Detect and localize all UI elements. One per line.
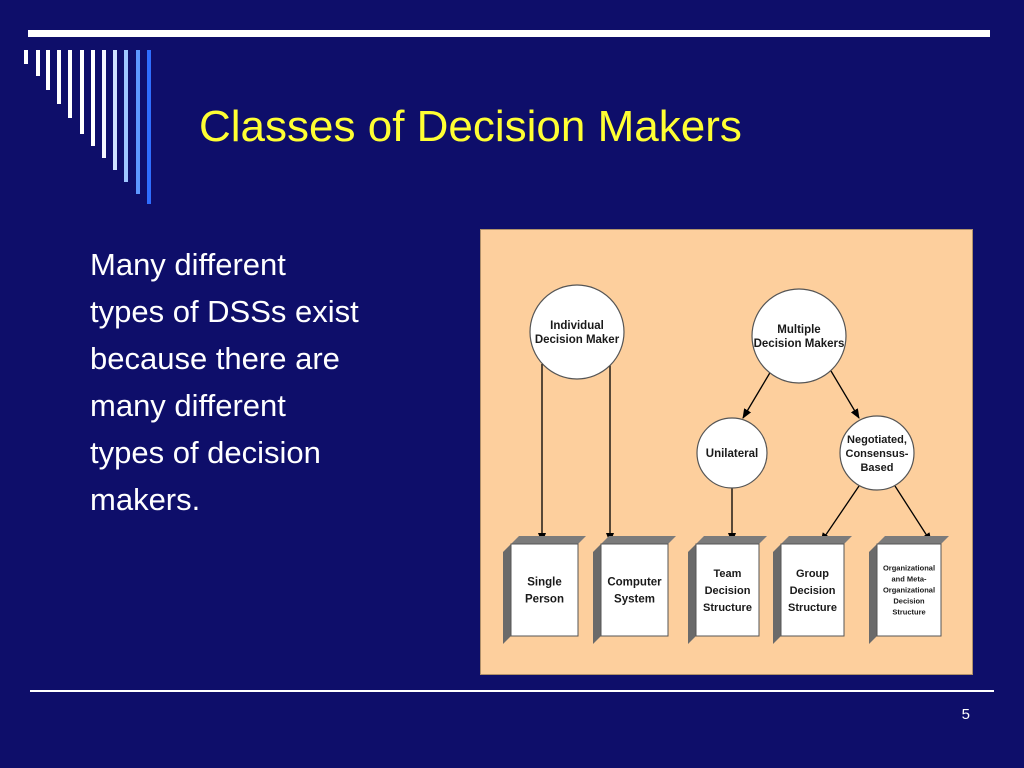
box-organizational-decision-structure-label-line: Structure [892,608,925,617]
body-text: Many different types of DSSs exist becau… [90,247,359,517]
box-organizational-decision-structure-face [876,543,942,637]
node-multiple-label-line: Multiple [777,324,820,336]
page-number: 5 [961,706,970,723]
bottom-rule [30,690,994,692]
box-single-person-label-line: Single [527,577,562,589]
box-computer-system-side [593,544,601,644]
arrow-multiple-to-negotiated [830,370,860,419]
box-team-decision-structure-side [688,544,696,644]
node-negotiated-circle [839,415,915,491]
node-negotiated-label-line: Consensus- [846,448,909,460]
box-group-decision-structure-label-line: Structure [788,602,837,614]
node-multiple-circle [751,288,847,384]
box-group-decision-structure-face [780,543,845,637]
box-single-person-top [511,536,586,544]
box-single-person-face [510,543,579,637]
box-organizational-decision-structure-label-line: Organizational [883,586,935,595]
box-team-decision-structure-top [696,536,767,544]
box-single-person-label-line: Person [525,594,564,606]
decorative-stripes [24,50,151,204]
box-group-decision-structure-top [781,536,852,544]
arrow-negotiated-to-group-decision-structure [820,485,860,543]
box-team-decision-structure-label-line: Decision [705,585,751,597]
slide-title: Classes of Decision Makers [199,102,742,151]
diagram-edges [538,364,932,543]
node-individual-label-line: Decision Maker [535,334,620,346]
box-organizational-decision-structure-label-line: and Meta- [891,575,927,584]
box-group-decision-structure-label-line: Group [796,568,829,580]
node-unilateral-label-line: Unilateral [706,448,758,460]
box-team-decision-structure-label-line: Team [714,568,742,580]
box-organizational-decision-structure-label-line: Decision [893,597,925,606]
node-unilateral: Unilateral [696,417,768,489]
arrow-multiple-to-unilateral [742,370,772,419]
node-multiple-label-line: Decision Makers [754,338,845,350]
box-group-decision-structure-label-line: Decision [790,585,836,597]
box-computer-system-label-line: Computer [607,577,662,589]
box-team-decision-structure-label-line: Structure [703,602,752,614]
arrow-negotiated-to-organizational-decision-structure [894,485,932,543]
diagram-boxes: SinglePersonComputerSystemTeamDecisionSt… [503,536,949,644]
box-organizational-decision-structure-label-line: Organizational [883,564,935,573]
node-individual-circle [529,284,625,380]
box-team-decision-structure-face [695,543,760,637]
node-unilateral-circle [696,417,768,489]
node-negotiated-label-line: Based [860,462,893,474]
box-organizational-decision-structure: Organizational and Meta- OrganizationalDec… [869,536,949,644]
node-negotiated-label-line: Negotiated, [847,434,907,446]
box-single-person-side [503,544,511,644]
top-rule [28,30,990,37]
box-computer-system-top [601,536,676,544]
box-organizational-decision-structure-top [877,536,949,544]
node-individual-label-line: Individual [550,320,604,332]
box-group-decision-structure-side [773,544,781,644]
box-organizational-decision-structure-side [869,544,877,644]
box-computer-system-label-line: System [614,594,655,606]
node-negotiated: Negotiated, Consensus- Based [839,415,915,491]
box-computer-system-face [600,543,669,637]
